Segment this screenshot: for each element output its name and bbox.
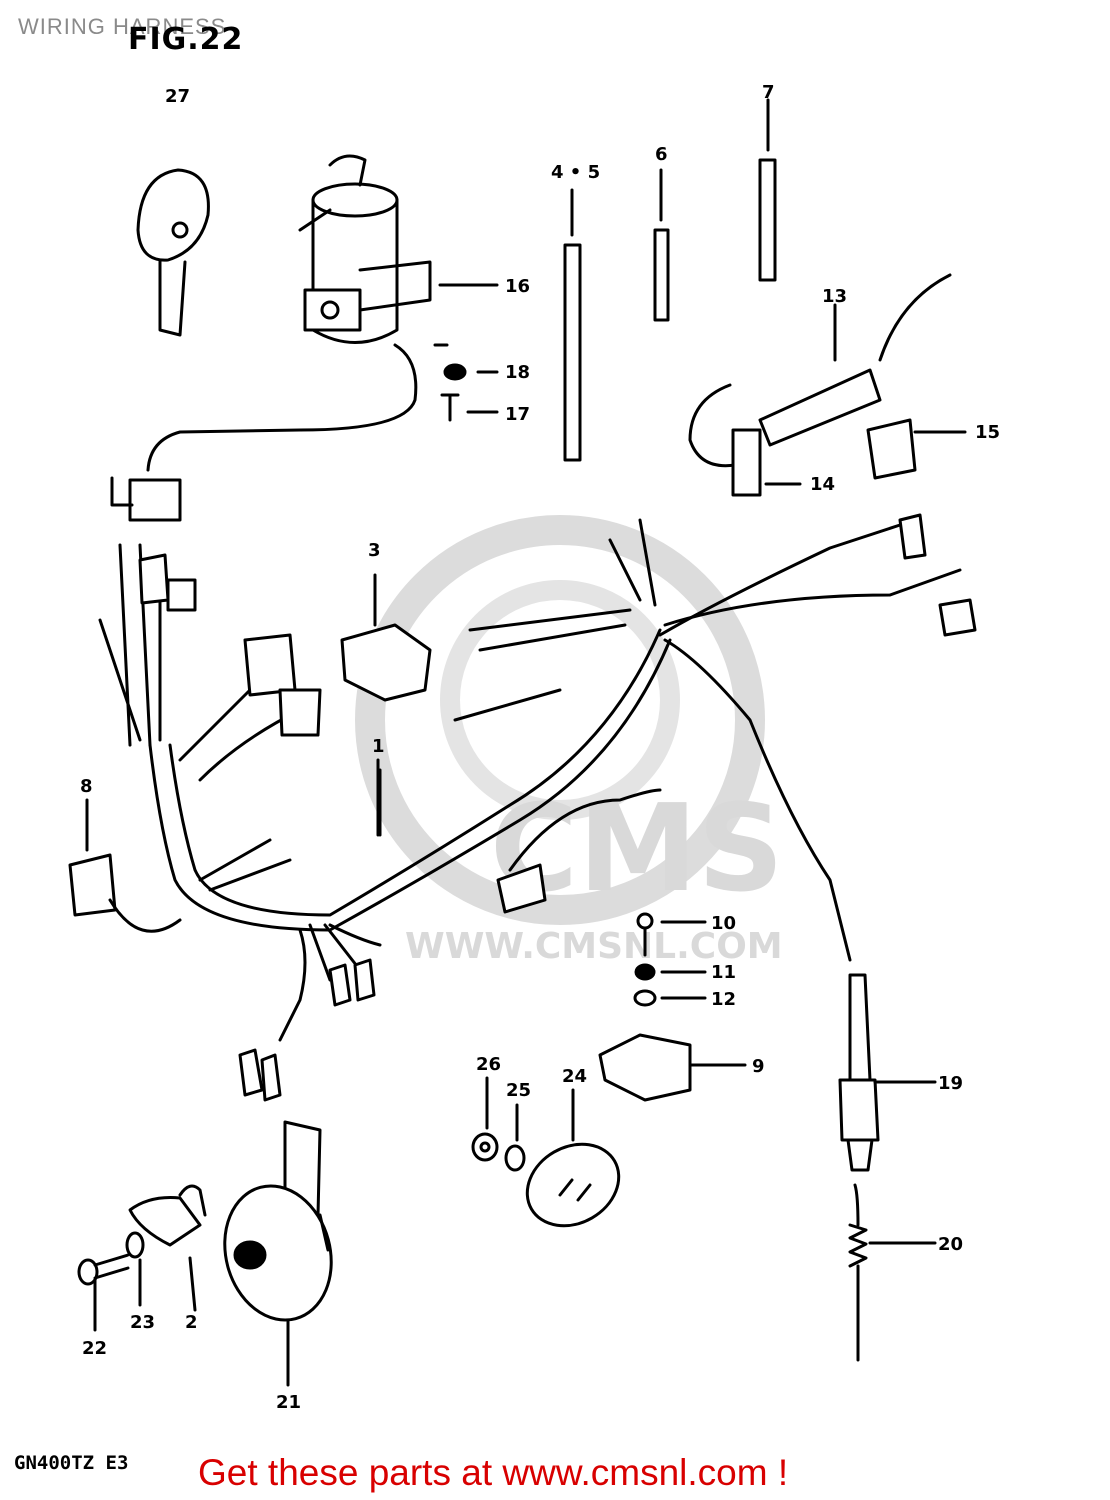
part-22-bolt bbox=[77, 1253, 130, 1332]
part-21-horn bbox=[223, 1120, 333, 1387]
watermark-url: WWW.CMSNL.COM bbox=[405, 926, 783, 967]
part-13-fuse-holder bbox=[688, 273, 952, 497]
figure-label: FIG.22 bbox=[128, 22, 244, 57]
part-2-bracket bbox=[128, 1184, 207, 1312]
part-26-washer bbox=[471, 1076, 499, 1162]
callout-23: 23 bbox=[130, 1312, 155, 1333]
callout-17: 17 bbox=[505, 404, 530, 425]
page-title: WIRING HARNESS bbox=[18, 14, 227, 39]
callout-13: 13 bbox=[822, 286, 847, 307]
part-25-washer bbox=[504, 1103, 526, 1172]
callout-9: 9 bbox=[752, 1056, 765, 1077]
callout-1: 1 bbox=[372, 736, 385, 757]
part-19-stop-switch bbox=[838, 973, 937, 1172]
get-parts-link[interactable]: Get these parts at www.cmsnl.com ! bbox=[198, 1452, 789, 1493]
part-9-switch-assembly bbox=[598, 912, 747, 1102]
callout-labels: 27 16 18 17 4 • 5 6 7 13 15 14 3 1 8 10 … bbox=[80, 82, 1000, 1413]
callout-24: 24 bbox=[562, 1066, 587, 1087]
callout-26: 26 bbox=[476, 1054, 501, 1075]
callout-3: 3 bbox=[368, 540, 381, 561]
part-3-clamp bbox=[340, 573, 432, 702]
callout-6: 6 bbox=[655, 144, 668, 165]
callout-22: 22 bbox=[82, 1338, 107, 1359]
callout-21: 21 bbox=[276, 1392, 301, 1413]
callout-4-5: 4 • 5 bbox=[551, 162, 600, 183]
part-8-connector bbox=[85, 798, 182, 933]
part-17-18-screws bbox=[440, 363, 499, 422]
part-27-key bbox=[136, 168, 210, 337]
part-4-5-lead-wire bbox=[563, 188, 582, 462]
part-23-washer bbox=[125, 1231, 145, 1307]
callout-10: 10 bbox=[711, 913, 736, 934]
callout-7: 7 bbox=[762, 82, 775, 103]
callout-11: 11 bbox=[711, 962, 736, 983]
part-20-spring bbox=[848, 1183, 937, 1362]
callout-19: 19 bbox=[938, 1073, 963, 1094]
part-24-cover bbox=[525, 1088, 621, 1228]
callout-18: 18 bbox=[505, 362, 530, 383]
cmsnl-watermark: CMS WWW.CMSNL.COM bbox=[355, 515, 784, 967]
callout-8: 8 bbox=[80, 776, 93, 797]
harness-connectors bbox=[68, 513, 977, 1102]
callout-27: 27 bbox=[165, 86, 190, 107]
part-15-fuse-cover bbox=[866, 418, 967, 480]
part-1-main-harness bbox=[98, 518, 962, 1042]
model-code: GN400TZ E3 bbox=[14, 1452, 129, 1474]
callout-14: 14 bbox=[810, 474, 835, 495]
part-7-terminal bbox=[758, 98, 777, 282]
callout-2: 2 bbox=[185, 1312, 198, 1333]
callout-15: 15 bbox=[975, 422, 1000, 443]
part-6-terminal bbox=[653, 168, 670, 322]
callout-25: 25 bbox=[506, 1080, 531, 1101]
part-16-ignition-switch bbox=[110, 154, 499, 522]
callout-16: 16 bbox=[505, 276, 530, 297]
callout-12: 12 bbox=[711, 989, 736, 1010]
callout-20: 20 bbox=[938, 1234, 963, 1255]
